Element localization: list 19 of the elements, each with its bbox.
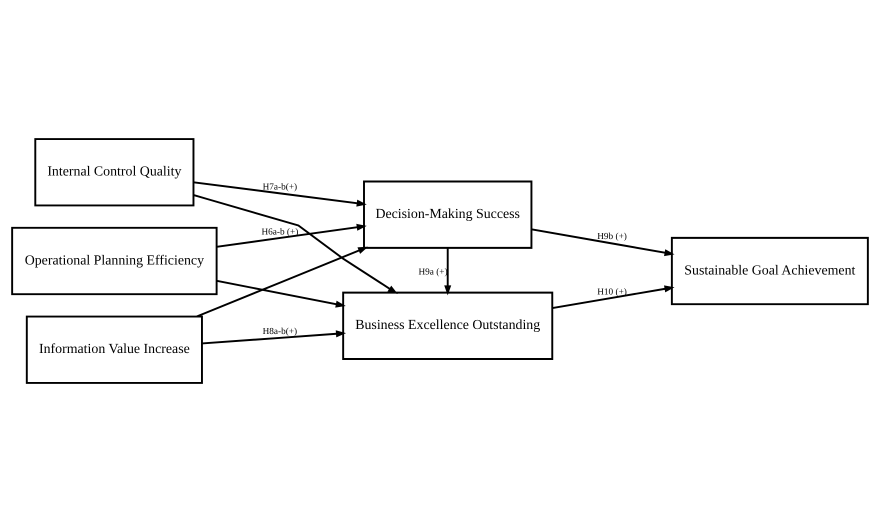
arrow — [196, 246, 368, 318]
node-box: Internal Control Quality — [34, 138, 194, 206]
edge-label: H7a-b(+) — [262, 182, 297, 193]
arrow — [216, 224, 366, 248]
arrow — [444, 248, 451, 296]
edge-label: H9a (+) — [418, 267, 448, 278]
node-box: Information Value Increase — [25, 316, 202, 384]
node-box: Sustainable Goal Achievement — [670, 236, 868, 306]
node-box: Operational Planning Efficiency — [10, 226, 218, 296]
arrow — [552, 285, 674, 310]
edge-label: H8a-b(+) — [262, 326, 297, 337]
arrow — [202, 330, 346, 344]
arrow — [192, 194, 398, 294]
arrow — [530, 228, 674, 256]
node-box: Business Excellence Outstanding — [342, 292, 553, 360]
node-box: Decision-Making Success — [362, 180, 532, 249]
arrow — [192, 181, 366, 207]
edge-label: H9b (+) — [596, 232, 626, 242]
arrow — [216, 280, 346, 308]
